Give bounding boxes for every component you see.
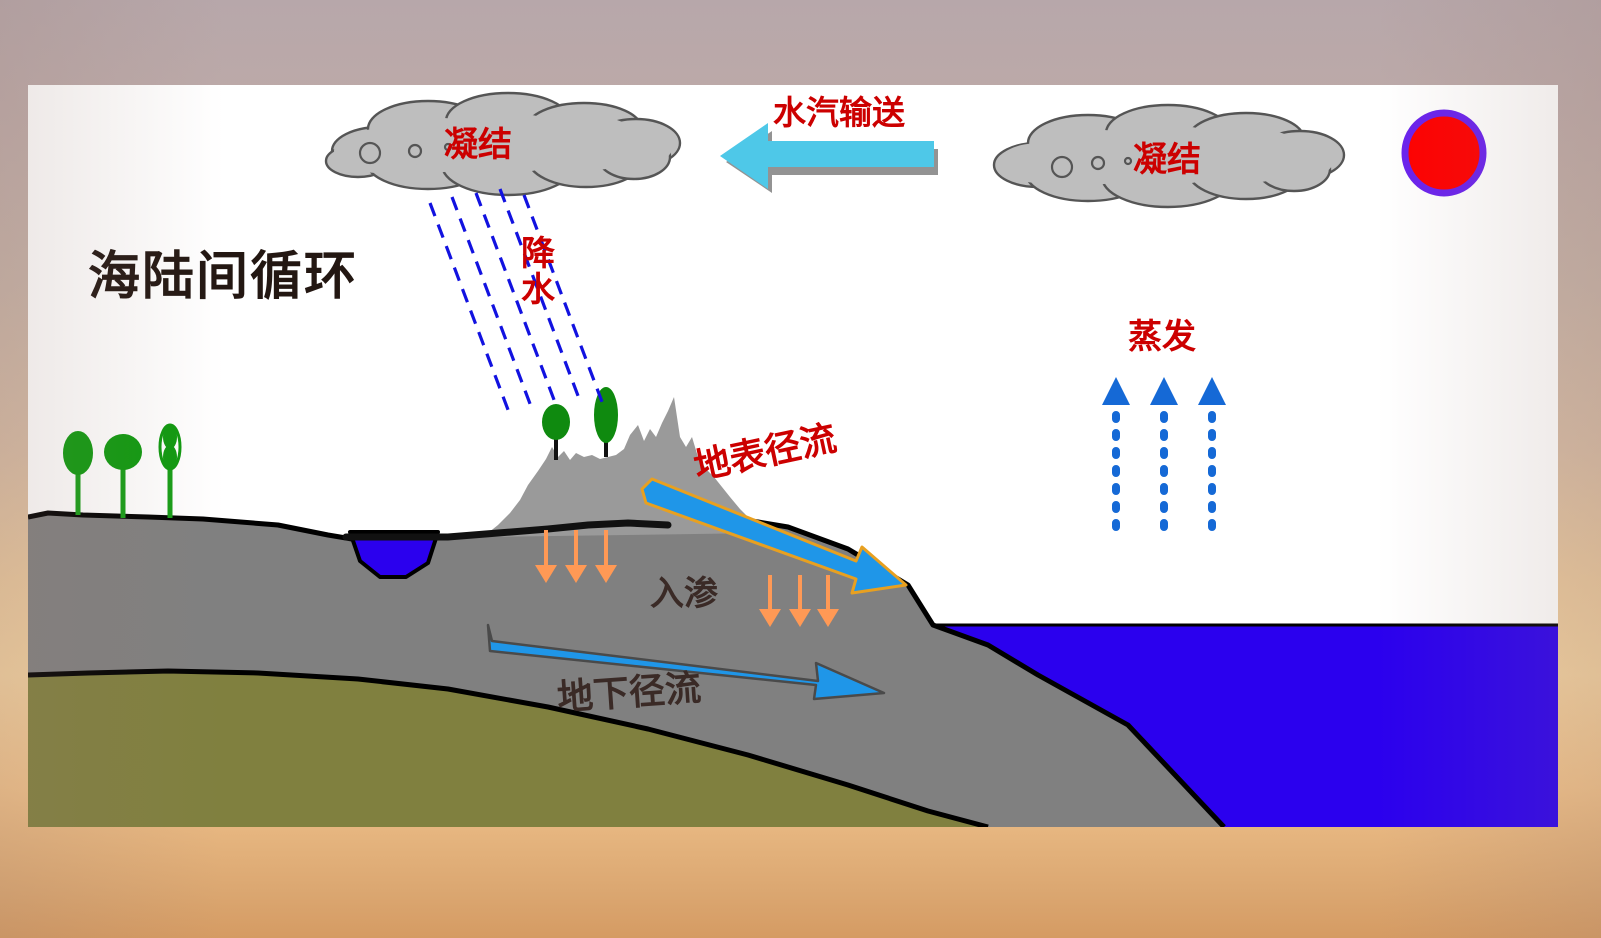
tree-mountain-2	[594, 387, 618, 457]
cloud-left	[324, 91, 682, 197]
condensation-left-label: 凝结	[444, 127, 512, 164]
vapor-transport-label: 水汽输送	[773, 96, 905, 132]
evaporation-arrows	[1102, 377, 1226, 531]
evaporation-label: 蒸发	[1128, 319, 1196, 356]
infiltration-arrows-left	[535, 530, 617, 583]
diagram-canvas: 海陆间循环 凝结 凝结 水汽输送 降 水 蒸发 地表径流 入渗 地下径流	[28, 85, 1558, 827]
tree-mountain-1	[542, 404, 570, 460]
page-title: 海陆间循环	[88, 246, 359, 307]
vapor-transport-arrow	[720, 123, 938, 193]
bedrock-layer	[28, 668, 989, 827]
ocean	[933, 623, 1558, 827]
infiltration-label: 入渗	[650, 576, 718, 613]
surface-runoff-arrow	[640, 477, 908, 595]
sun	[1401, 109, 1487, 197]
cloud-right	[992, 103, 1346, 209]
condensation-right-label: 凝结	[1133, 142, 1201, 179]
tree-plain-1	[63, 431, 93, 515]
precipitation-label: 降 水	[521, 236, 555, 309]
tree-plain-3	[158, 423, 182, 518]
lake	[348, 530, 440, 579]
water-cycle-illustration	[28, 91, 1558, 827]
precipitation-rain	[428, 188, 606, 416]
groundwater-runoff-arrow	[486, 623, 886, 701]
soil-line	[342, 519, 672, 541]
tree-plain-2	[104, 434, 142, 518]
infiltration-arrows-right	[759, 575, 839, 627]
